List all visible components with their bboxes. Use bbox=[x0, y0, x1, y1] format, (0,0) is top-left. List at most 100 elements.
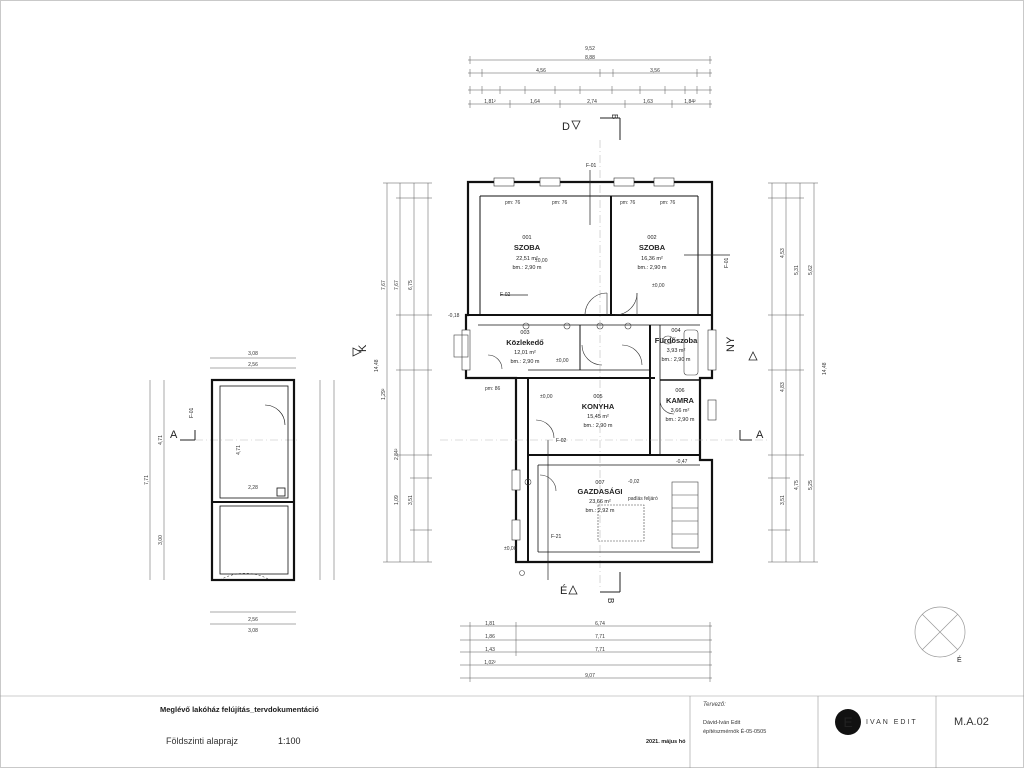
title-block-frame bbox=[0, 695, 1024, 768]
section-a-marks: A A B bbox=[170, 429, 764, 603]
svg-text:±0,00: ±0,00 bbox=[535, 258, 548, 264]
svg-text:F-01: F-01 bbox=[586, 163, 597, 169]
svg-text:bm.: 2,92 m: bm.: 2,92 m bbox=[585, 508, 614, 514]
windows bbox=[461, 177, 717, 541]
svg-text:6,75: 6,75 bbox=[408, 280, 414, 290]
svg-text:2,84²: 2,84² bbox=[394, 448, 400, 460]
top-dimension-chains bbox=[468, 56, 712, 108]
svg-text:F-02: F-02 bbox=[556, 438, 567, 444]
svg-text:-0,18: -0,18 bbox=[448, 313, 460, 319]
drawing-subtitle: Földszinti alaprajz bbox=[166, 736, 239, 746]
section-b-label: B bbox=[610, 114, 619, 119]
svg-text:3,00: 3,00 bbox=[158, 535, 164, 545]
svg-text:16,36 m²: 16,36 m² bbox=[641, 256, 663, 262]
svg-text:SZOBA: SZOBA bbox=[639, 243, 666, 252]
svg-text:006: 006 bbox=[675, 388, 684, 394]
orientation-south-triangle bbox=[568, 585, 578, 595]
svg-text:1,86: 1,86 bbox=[485, 634, 495, 640]
fixtures bbox=[453, 322, 699, 576]
svg-text:pm: 86: pm: 86 bbox=[485, 386, 501, 392]
svg-text:1,43: 1,43 bbox=[485, 647, 495, 653]
orientation-north-triangle bbox=[571, 120, 581, 130]
dim-label: 1,63 bbox=[643, 99, 653, 105]
project-title: Meglévő lakóház felújítás_tervdokumentác… bbox=[160, 705, 319, 714]
orientation-north-label: D bbox=[562, 121, 570, 133]
svg-text:F-01: F-01 bbox=[189, 408, 195, 419]
logo: E bbox=[835, 709, 861, 735]
dim-label: 1,64 bbox=[530, 99, 540, 105]
svg-text:4,53: 4,53 bbox=[780, 248, 786, 258]
svg-text:F-01: F-01 bbox=[724, 258, 730, 269]
room-007: 007 GAZDASÁGI 23,66 m² bm.: 2,92 m bbox=[578, 480, 623, 514]
section-callouts bbox=[180, 170, 770, 580]
svg-text:E: E bbox=[843, 714, 852, 730]
svg-text:7,71: 7,71 bbox=[595, 647, 605, 653]
annex-walls bbox=[210, 378, 296, 582]
svg-text:4,83: 4,83 bbox=[780, 382, 786, 392]
room-006: 006 KAMRA 3,66 m² bm.: 2,90 m bbox=[665, 388, 694, 423]
svg-text:±0,00: ±0,00 bbox=[556, 358, 569, 364]
svg-text:É: É bbox=[957, 655, 962, 664]
svg-text:1,02²: 1,02² bbox=[484, 660, 496, 666]
designer-registration: építészmérnök É-05-0505 bbox=[703, 729, 767, 735]
orientation-east-label: NY bbox=[725, 336, 737, 352]
svg-text:5,31: 5,31 bbox=[794, 265, 800, 275]
svg-text:22,51 m²: 22,51 m² bbox=[516, 256, 538, 262]
room-003: 003 Közlekedő 12,01 m² bm.: 2,90 m bbox=[506, 330, 544, 365]
svg-text:pm: 76: pm: 76 bbox=[505, 200, 521, 206]
dim-label: 3,56 bbox=[650, 68, 660, 74]
svg-text:bm.: 2,90 m: bm.: 2,90 m bbox=[665, 417, 694, 423]
svg-text:15,45 m²: 15,45 m² bbox=[587, 414, 609, 420]
svg-text:007: 007 bbox=[595, 480, 604, 486]
svg-text:pm: 76: pm: 76 bbox=[620, 200, 636, 206]
svg-text:F-02: F-02 bbox=[500, 292, 511, 298]
svg-text:1,29²: 1,29² bbox=[381, 388, 387, 400]
orientation-marks: D É K NY bbox=[352, 120, 758, 597]
svg-text:2,28: 2,28 bbox=[248, 485, 258, 491]
svg-text:14,48: 14,48 bbox=[822, 362, 828, 375]
dim-label: 1,81² bbox=[484, 99, 496, 105]
section-a-left: A bbox=[170, 429, 178, 441]
svg-text:1,09: 1,09 bbox=[394, 495, 400, 505]
svg-text:002: 002 bbox=[647, 235, 656, 241]
top-dimension-labels: 9,52 8,88 4,56 3,56 1,81² 1,64 2,74 1,63… bbox=[484, 46, 696, 105]
svg-text:Közlekedő: Közlekedő bbox=[506, 338, 544, 347]
dim-label: 4,56 bbox=[536, 68, 546, 74]
section-callout-labels: F-01 F-01 F-02 F-02 F-21 F-01 bbox=[189, 163, 730, 540]
svg-text:001: 001 bbox=[522, 235, 531, 241]
room-001: 001 SZOBA 22,51 m² bm.: 2,90 m bbox=[512, 235, 541, 271]
svg-text:-0,02: -0,02 bbox=[628, 479, 640, 485]
svg-text:005: 005 bbox=[593, 394, 602, 400]
svg-text:5,25: 5,25 bbox=[808, 480, 814, 490]
svg-text:Fürdőszoba: Fürdőszoba bbox=[655, 336, 698, 345]
svg-text:3,08: 3,08 bbox=[248, 628, 258, 634]
svg-text:12,01 m²: 12,01 m² bbox=[514, 350, 536, 356]
svg-text:bm.: 2,90 m: bm.: 2,90 m bbox=[510, 359, 539, 365]
room-labels: 001 SZOBA 22,51 m² bm.: 2,90 m 002 SZOBA… bbox=[506, 235, 698, 514]
svg-text:±0,00: ±0,00 bbox=[504, 546, 517, 552]
svg-text:3,51: 3,51 bbox=[408, 495, 414, 505]
bottom-dimension-chains bbox=[460, 622, 712, 682]
section-b-bottom: B bbox=[606, 598, 615, 603]
bottom-dimension-labels: 1,81 6,74 1,86 7,71 1,43 7,71 1,02² 9,07 bbox=[484, 621, 605, 679]
svg-text:3,93 m²: 3,93 m² bbox=[667, 348, 686, 354]
svg-text:003: 003 bbox=[520, 330, 529, 336]
svg-text:KONYHA: KONYHA bbox=[582, 402, 615, 411]
svg-text:7,67: 7,67 bbox=[394, 280, 400, 290]
svg-text:bm.: 2,90 m: bm.: 2,90 m bbox=[512, 265, 541, 271]
drawing-scale: 1:100 bbox=[278, 736, 301, 746]
svg-text:6,74: 6,74 bbox=[595, 621, 605, 627]
svg-text:padlás feljáró: padlás feljáró bbox=[628, 496, 658, 502]
svg-text:3,66 m²: 3,66 m² bbox=[671, 408, 690, 414]
svg-text:7,67: 7,67 bbox=[381, 280, 387, 290]
svg-text:bm.: 2,90 m: bm.: 2,90 m bbox=[661, 357, 690, 363]
svg-text:5,62: 5,62 bbox=[808, 265, 814, 275]
side-dimension-labels: 7,67 7,67 6,75 14,48 3,51 2,84² 1,29² 1,… bbox=[374, 248, 828, 505]
svg-text:7,71: 7,71 bbox=[595, 634, 605, 640]
section-a-right: A bbox=[756, 429, 764, 441]
svg-text:3,08: 3,08 bbox=[248, 351, 258, 357]
north-arrow-icon: É bbox=[914, 606, 966, 664]
room-002: 002 SZOBA 16,36 m² bm.: 2,90 m bbox=[637, 235, 666, 271]
